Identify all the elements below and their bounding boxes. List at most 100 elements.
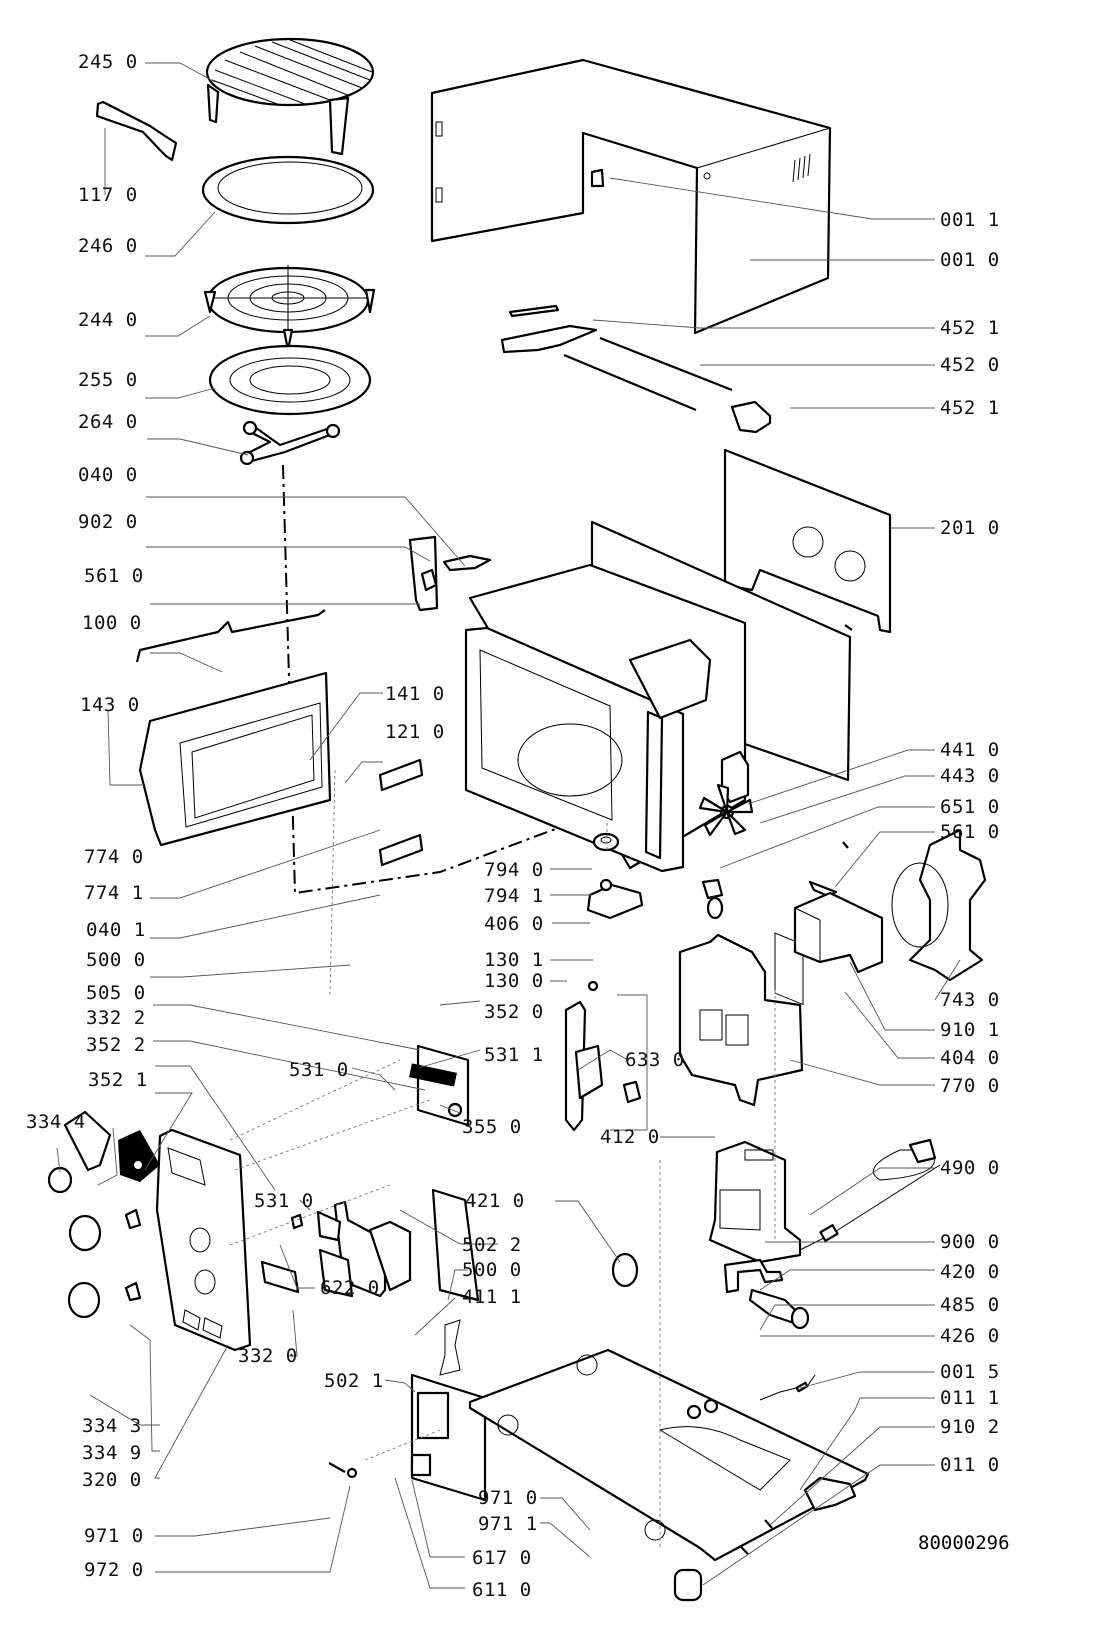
callout-001-0: 001 0 <box>940 249 1000 271</box>
callout-404-0: 404 0 <box>940 1047 1000 1069</box>
callout-531-0-bottom: 531 0 <box>254 1190 314 1212</box>
callout-633-0: 633 0 <box>625 1049 685 1071</box>
base-plate <box>468 1348 870 1562</box>
hv-transformer <box>708 1140 802 1264</box>
callout-971-0-right: 971 0 <box>478 1487 538 1509</box>
callout-502-1: 502 1 <box>324 1370 384 1392</box>
callout-622-0: 622 0 <box>320 1277 380 1299</box>
screws <box>739 624 853 1555</box>
callout-561-0-right: 561 0 <box>940 821 1000 843</box>
callout-794-0: 794 0 <box>484 859 544 881</box>
turntable-axis-line <box>282 464 586 895</box>
leader-lines <box>56 62 961 1589</box>
callout-332-0: 332 0 <box>238 1345 298 1367</box>
callout-332-2: 332 2 <box>86 1007 146 1029</box>
hv-diode <box>759 1374 816 1401</box>
callout-040-1: 040 1 <box>86 919 146 941</box>
noise-filter <box>611 1252 639 1288</box>
lamp-bracket <box>678 933 804 1107</box>
callout-452-0: 452 0 <box>940 354 1000 376</box>
callout-770-0: 770 0 <box>940 1075 1000 1097</box>
callout-972-0: 972 0 <box>84 1559 144 1581</box>
foot-bracket <box>803 1476 857 1512</box>
callout-244-0: 244 0 <box>78 309 138 331</box>
wire-rack-high <box>205 37 375 156</box>
callout-426-0: 426 0 <box>940 1325 1000 1347</box>
callout-910-2: 910 2 <box>940 1416 1000 1438</box>
callout-130-0: 130 0 <box>484 970 544 992</box>
callout-320-0: 320 0 <box>82 1469 142 1491</box>
callout-011-0: 011 0 <box>940 1454 1000 1476</box>
callout-443-0: 443 0 <box>940 765 1000 787</box>
hv-capacitor <box>748 1288 810 1330</box>
fan-blade <box>698 783 754 837</box>
callout-141-0: 141 0 <box>385 683 445 705</box>
callout-500-0-ribbon: 500 0 <box>462 1259 522 1281</box>
callout-143-0: 143 0 <box>80 694 140 716</box>
callout-743-0: 743 0 <box>940 989 1000 1011</box>
display-board <box>409 1044 470 1127</box>
callout-334-4: 334 4 <box>26 1111 86 1133</box>
callout-531-0-top: 531 0 <box>289 1059 349 1081</box>
callout-406-0: 406 0 <box>484 913 544 935</box>
power-cord <box>799 1138 941 1251</box>
knobs <box>47 1110 142 1319</box>
callout-121-0: 121 0 <box>385 721 445 743</box>
foot <box>673 1568 703 1602</box>
oven-cavity <box>464 563 747 873</box>
callout-490-0: 490 0 <box>940 1157 1000 1179</box>
callout-355-0: 355 0 <box>462 1116 522 1138</box>
callout-902-0: 902 0 <box>78 511 138 533</box>
grommets <box>686 1398 719 1420</box>
callout-100-0: 100 0 <box>82 612 142 634</box>
callout-910-1: 910 1 <box>940 1019 1000 1041</box>
callout-561-0: 561 0 <box>84 565 144 587</box>
callout-246-0: 246 0 <box>78 235 138 257</box>
callout-264-0: 264 0 <box>78 411 138 433</box>
callout-441-0: 441 0 <box>940 739 1000 761</box>
callout-352-0: 352 0 <box>484 1001 544 1023</box>
callout-352-1: 352 1 <box>88 1069 148 1091</box>
crisp-plate <box>201 155 375 225</box>
callout-651-0: 651 0 <box>940 796 1000 818</box>
turntable-coupler <box>592 832 620 852</box>
callout-117-0: 117 0 <box>78 184 138 206</box>
display-window <box>118 1130 160 1182</box>
callout-001-5: 001 5 <box>940 1361 1000 1383</box>
outer-cabinet <box>430 58 832 335</box>
capacitor-bracket <box>723 1258 784 1294</box>
callout-500-0: 500 0 <box>86 949 146 971</box>
keypad-buttons <box>260 1210 354 1298</box>
glass-turntable <box>208 344 372 416</box>
ribbon-cable <box>439 1319 461 1376</box>
turntable-support <box>239 420 341 466</box>
callout-971-0-left: 971 0 <box>84 1525 144 1547</box>
door-latch-bracket <box>408 535 492 612</box>
callout-485-0: 485 0 <box>940 1294 1000 1316</box>
callout-011-1: 011 1 <box>940 1387 1000 1409</box>
callout-794-1: 794 1 <box>484 885 544 907</box>
callout-130-1: 130 1 <box>484 949 544 971</box>
callout-412-0: 412 0 <box>600 1126 660 1148</box>
power-board <box>410 1373 487 1502</box>
control-panel <box>155 1128 252 1352</box>
door-hinges <box>378 758 424 867</box>
callout-617-0: 617 0 <box>472 1547 532 1569</box>
callout-040-0: 040 0 <box>78 464 138 486</box>
callout-505-0: 505 0 <box>86 982 146 1004</box>
callout-971-1: 971 1 <box>478 1513 538 1535</box>
rack-handle <box>95 100 178 162</box>
callout-531-1: 531 1 <box>484 1044 544 1066</box>
callout-774-1: 774 1 <box>84 882 144 904</box>
callout-502-2: 502 2 <box>462 1234 522 1256</box>
callout-421-0: 421 0 <box>465 1190 525 1212</box>
callout-255-0: 255 0 <box>78 369 138 391</box>
callout-452-1-top: 452 1 <box>940 317 1000 339</box>
callout-001-1: 001 1 <box>940 209 1000 231</box>
callout-245-0: 245 0 <box>78 51 138 73</box>
cabinet-rails <box>500 304 772 434</box>
callout-900-0: 900 0 <box>940 1231 1000 1253</box>
callout-334-9: 334 9 <box>82 1442 142 1464</box>
callout-452-1-bottom: 452 1 <box>940 397 1000 419</box>
